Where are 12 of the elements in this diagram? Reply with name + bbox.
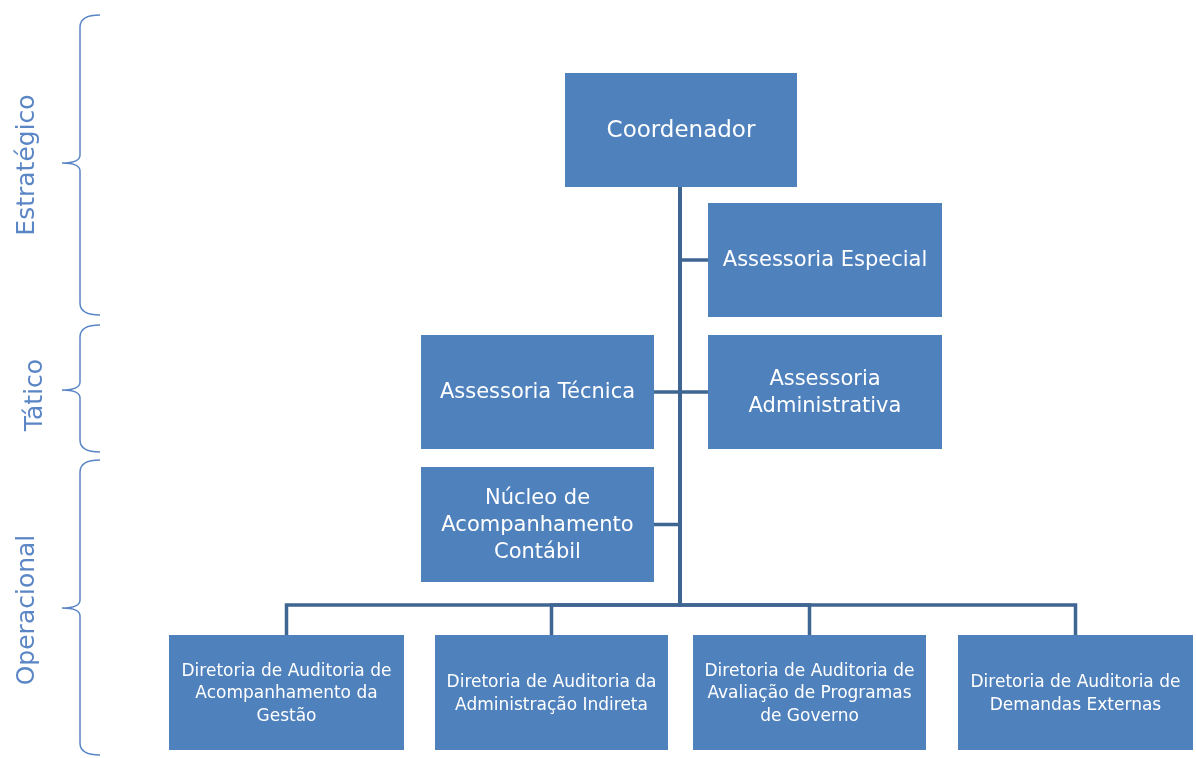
org-box: Diretoria de Auditoria de Acompanhamento da Gestão — [169, 635, 404, 750]
org-box: Assessoria Administrativa — [708, 335, 942, 449]
tier-label: Estratégico — [10, 94, 40, 236]
org-box: Assessoria Técnica — [421, 335, 654, 449]
org-box: Coordenador — [565, 73, 797, 187]
tier-label: Tático — [18, 358, 48, 432]
org-box: Diretoria de Auditoria de Demandas Externas — [958, 635, 1193, 750]
org-box: Diretoria de Auditoria de Avaliação de Programas de Governo — [693, 635, 926, 750]
org-box: Núcleo de Acompanhamento Contábil — [421, 467, 654, 582]
tier-label: Operacional — [10, 534, 40, 686]
org-box: Diretoria de Auditoria da Administração Indireta — [435, 635, 668, 750]
org-box: Assessoria Especial — [708, 203, 942, 317]
